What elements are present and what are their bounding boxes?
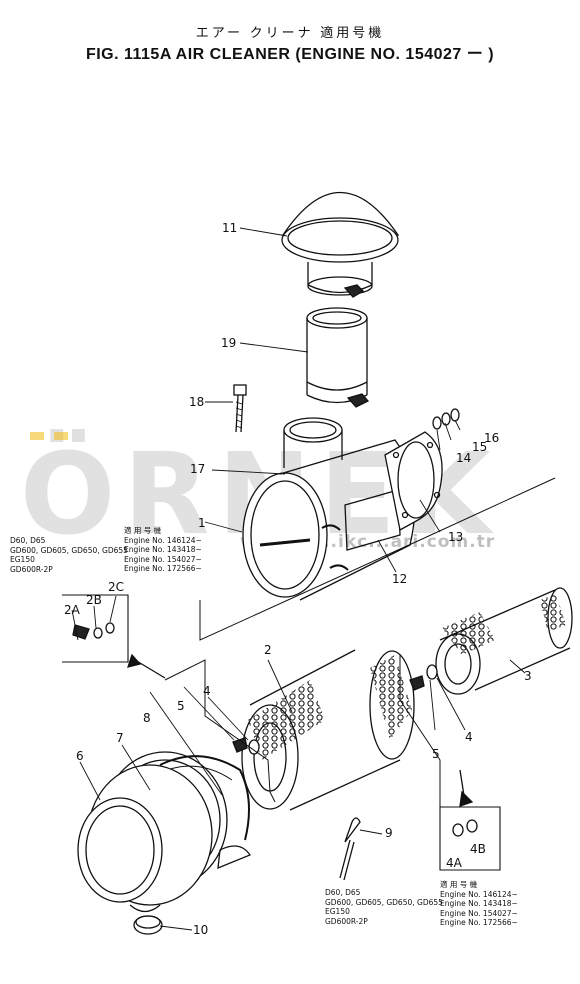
label-16: 16 xyxy=(484,431,500,445)
part-6-bottom-cover xyxy=(77,764,213,913)
part-19-hose xyxy=(306,307,370,408)
applicability-lower-models: D60, D65 GD600, GD605, GD650, GD655 EG15… xyxy=(325,888,443,926)
label-2c: 2C xyxy=(108,580,125,594)
label-4-right: 4 xyxy=(465,730,473,744)
label-5-left: 5 xyxy=(177,699,185,713)
applicability-lower-engines: 適 用 号 機 Engine No. 146124~ Engine No. 14… xyxy=(440,880,518,927)
applicability-upper-models: D60, D65 GD600, GD605, GD650, GD655 EG15… xyxy=(10,536,128,574)
label-13: 13 xyxy=(448,530,464,544)
part-8-clamp xyxy=(154,755,251,870)
label-4-left: 4 xyxy=(203,684,211,698)
label-5-right: 5 xyxy=(432,747,440,761)
figure-title: FIG. 1115A AIR CLEANER (ENGINE NO. 15402… xyxy=(85,46,495,63)
watermark-accent xyxy=(54,432,68,440)
label-1: 1 xyxy=(198,516,206,530)
label-19: 19 xyxy=(221,336,237,350)
part-3-inner-element xyxy=(435,587,573,695)
label-11: 11 xyxy=(222,221,238,235)
label-2a: 2A xyxy=(64,603,80,617)
label-6: 6 xyxy=(76,749,84,763)
label-2: 2 xyxy=(264,643,272,657)
label-15: 15 xyxy=(472,440,488,454)
label-9: 9 xyxy=(385,826,393,840)
inset-4ab xyxy=(439,806,501,871)
part-18-bolt xyxy=(233,384,247,433)
watermark-accent xyxy=(30,432,44,440)
reference-lines xyxy=(164,477,556,807)
label-7: 7 xyxy=(116,731,124,745)
part-13-gasket xyxy=(384,431,443,532)
part-1-body xyxy=(242,417,416,601)
label-10: 10 xyxy=(193,923,209,937)
arrow-to-inset-lower xyxy=(459,769,474,807)
label-14: 14 xyxy=(456,451,472,465)
part-11-cap xyxy=(281,191,400,298)
arrow-to-inset-upper xyxy=(127,653,166,679)
japanese-title: エアー クリーナ 適用号機 xyxy=(195,25,385,40)
parts-4-5-nut-washer xyxy=(232,664,438,755)
label-8: 8 xyxy=(143,711,151,725)
part-9-pin xyxy=(339,817,361,881)
label-12: 12 xyxy=(392,572,408,586)
label-2b: 2B xyxy=(86,593,102,607)
label-3: 3 xyxy=(524,669,532,683)
label-18: 18 xyxy=(189,395,205,409)
part-10-valve xyxy=(133,915,163,935)
label-4a: 4A xyxy=(446,856,462,870)
label-17: 17 xyxy=(190,462,206,476)
part-2-outer-element xyxy=(241,649,415,811)
label-4b: 4B xyxy=(470,842,486,856)
applicability-upper-engines: 適 用 号 機 Engine No. 146124~ Engine No. 14… xyxy=(124,526,202,573)
inset-2abc xyxy=(62,594,129,663)
